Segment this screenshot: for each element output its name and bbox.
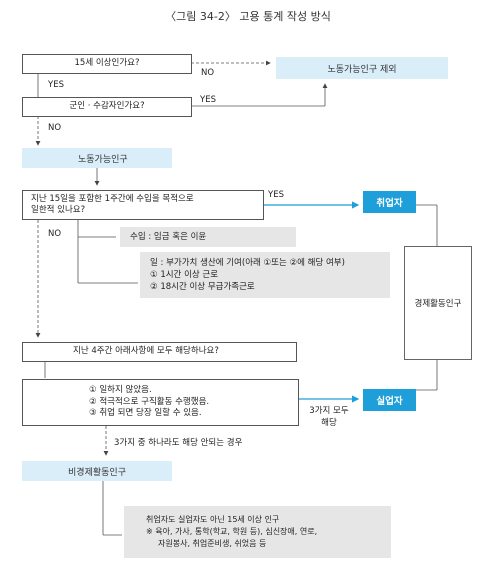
condition-line2: ② 적극적으로 구직활동 수행했음. xyxy=(89,396,210,407)
label-yes-work: YES xyxy=(268,190,284,200)
label-yes-soldier: YES xyxy=(200,95,216,105)
box-unemployed-text: 실업자 xyxy=(376,396,403,407)
question-4weeks: 지난 4주간 아래사항에 모두 해당하나요? xyxy=(22,342,297,362)
box-econ-active: 경제활동인구 xyxy=(404,246,472,360)
note-nea-line1: 취업자도 실업자도 아닌 15세 이상 인구 xyxy=(146,515,280,524)
box-labor-pop-text: 노동가능인구 xyxy=(78,154,128,165)
question-age: 15세 이상인가요? xyxy=(22,54,192,74)
label-none-of-3: 3가지 중 하나라도 해당 안되는 경우 xyxy=(114,438,243,448)
note-work: 일 : 부가가치 생산에 기여(아래 ①또는 ②에 해당 여부) ① 1시간 이… xyxy=(140,252,390,298)
question-soldier: 군인 · 수감자인가요? xyxy=(22,97,192,117)
label-no-work: NO xyxy=(48,229,62,239)
note-nea-line3: 자원봉사, 취업준비생, 쉬었음 등 xyxy=(158,539,267,548)
note-income-text: 수입 : 임금 혹은 이윤 xyxy=(130,231,207,242)
question-age-text: 15세 이상인가요? xyxy=(74,58,140,69)
box-unemployed: 실업자 xyxy=(363,389,416,411)
label-all3-line2: 해당 xyxy=(321,417,337,428)
note-work-line1: 일 : 부가가치 생산에 기여(아래 ①또는 ②에 해당 여부) xyxy=(150,257,345,268)
question-4weeks-text: 지난 4주간 아래사항에 모두 해당하나요? xyxy=(73,346,219,357)
diagram-title: 〈그림 34-2〉 고용 통계 작성 방식 xyxy=(165,10,331,23)
note-income: 수입 : 임금 혹은 이윤 xyxy=(120,227,296,247)
label-no-age: NO xyxy=(201,68,215,78)
box-not-econ-active-text: 비경제활동인구 xyxy=(68,467,126,478)
condition-line1: ① 일하지 않았음. xyxy=(89,385,152,396)
question-work-line2: 일한적 있나요? xyxy=(31,205,86,215)
question-work: 지난 15일을 포함한 1주간에 수입을 목적으로 일한적 있나요? xyxy=(22,190,264,220)
box-conditions: ① 일하지 않았음. ② 적극적으로 구직활동 수행했음. ③ 취업 되면 당장… xyxy=(22,379,299,426)
label-yes-age: YES xyxy=(48,80,64,90)
note-not-econ-active: 취업자도 실업자도 아닌 15세 이상 인구 ※ 육아, 가사, 통학(학교, … xyxy=(124,506,391,558)
label-all3-line1: 3가지 모두 xyxy=(309,406,349,416)
note-work-line2: ① 1시간 이상 근로 xyxy=(150,269,219,280)
label-all3: 3가지 모두 해당 xyxy=(303,406,355,430)
note-nea-line2: ※ 육아, 가사, 통학(학교, 학원 등), 심신장애, 연로, xyxy=(146,527,318,536)
label-no-soldier: NO xyxy=(48,123,62,133)
box-not-econ-active: 비경제활동인구 xyxy=(22,461,172,481)
question-work-line1: 지난 15일을 포함한 1주간에 수입을 목적으로 xyxy=(31,193,194,204)
question-soldier-text: 군인 · 수감자인가요? xyxy=(69,101,145,112)
box-econ-active-text: 경제활동인구 xyxy=(414,299,462,309)
box-labor-pop: 노동가능인구 xyxy=(22,148,172,168)
note-work-line3: ② 18시간 이상 무급가족근로 xyxy=(150,282,255,293)
box-employed: 취업자 xyxy=(363,191,416,213)
box-excluded-text: 노동가능인구 제외 xyxy=(327,64,397,75)
condition-line3: ③ 취업 되면 당장 일할 수 있음. xyxy=(89,408,202,419)
box-employed-text: 취업자 xyxy=(376,198,403,209)
box-excluded: 노동가능인구 제외 xyxy=(276,57,448,79)
